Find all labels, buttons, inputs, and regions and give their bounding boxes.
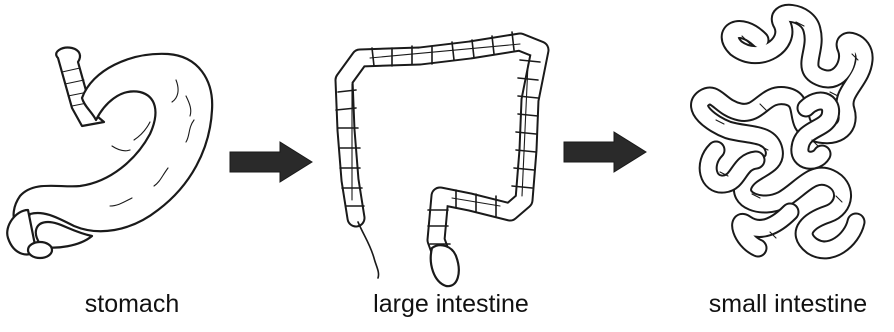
stomach-illustration <box>7 48 212 258</box>
caption-stomach: stomach <box>85 292 179 317</box>
caption-small-intestine: small intestine <box>709 292 867 317</box>
small-intestine-illustration <box>700 13 865 250</box>
colon-taenia <box>352 44 528 206</box>
rectum <box>431 245 459 286</box>
pylorus-opening <box>28 242 52 258</box>
caption-large-intestine: large intestine <box>373 292 529 317</box>
arrow-right-icon <box>230 142 312 182</box>
arrow-large-to-small-intestine <box>564 132 646 172</box>
colon-fill <box>344 42 540 262</box>
arrow-right-icon <box>564 132 646 172</box>
appendix <box>358 222 379 278</box>
large-intestine-illustration <box>336 32 540 286</box>
small-intestine-coil-c-fill <box>800 101 831 160</box>
stomach-body <box>14 54 213 248</box>
arrow-stomach-to-large-intestine <box>230 142 312 182</box>
